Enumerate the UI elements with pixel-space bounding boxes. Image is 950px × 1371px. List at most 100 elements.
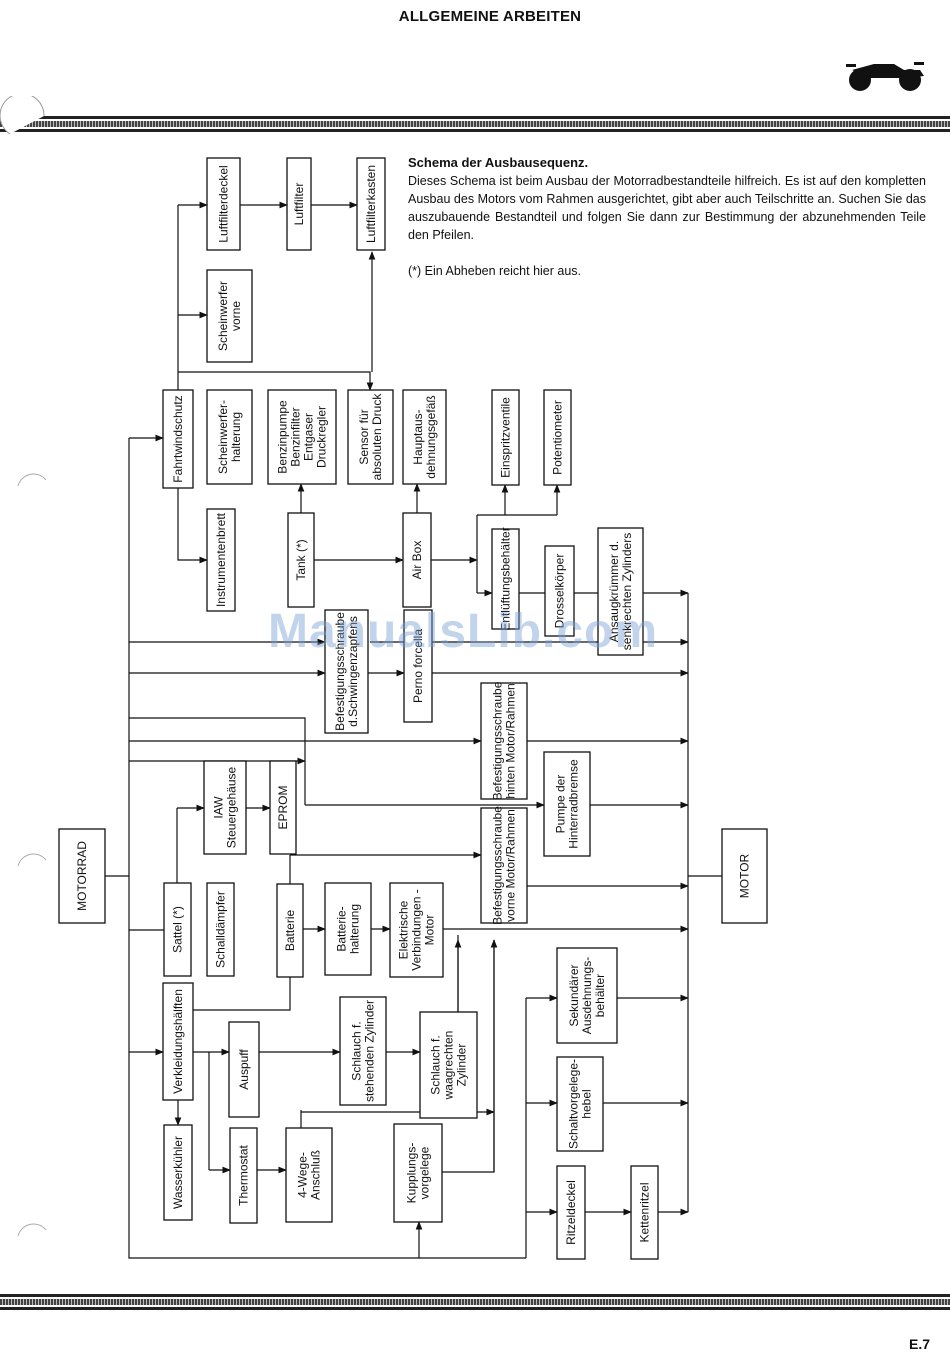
diagram-boxes: Luftfilterdeckel Luftfilter Luftfilterkast…	[58, 157, 768, 1260]
box-label-line: Benzinfilter	[289, 407, 303, 466]
box-frame	[543, 389, 572, 486]
box-motor: MOTOR	[721, 828, 768, 924]
box-schlauch-stehend: Schlauch f.stehenden Zylinder	[339, 996, 387, 1106]
box-label-line: vorne	[229, 301, 243, 331]
box-label-line: behälter	[593, 974, 607, 1017]
box-label: Befestigungsschraubevorne Motor/Rahmen	[491, 806, 518, 925]
box-label: Pumpe derHinterradbremse	[554, 759, 581, 849]
box-label-line: dehnungsgefäß	[424, 395, 438, 478]
box-label: Batterie-halterung	[335, 904, 362, 954]
box-label: Schlauch f.stehenden Zylinder	[350, 1000, 377, 1102]
box-fahrtwindschutz: Fahrtwindschutz	[162, 389, 194, 489]
box-schaltvorgelegehebel: Schaltvorgelege-hebel	[556, 1056, 604, 1152]
box-auspuff: Auspuff	[228, 1021, 260, 1118]
box-label: Schlauch f.waagrechtenZylinder	[429, 1031, 469, 1101]
box-frame	[402, 512, 432, 608]
box-ansaugkruemmer: Ansaugkrümmer d.senkrechten Zylinders	[597, 527, 644, 656]
box-label-line: Schlauch f.	[350, 1021, 364, 1080]
box-label: Befestigungsschraubehinten Motor/Rahmen	[491, 681, 518, 800]
box-4-wege-anschluss: 4-Wege-Anschluß	[285, 1127, 333, 1223]
box-tank: Tank (*)	[287, 512, 315, 608]
box-label-line: Hinterradbremse	[567, 759, 581, 849]
binder-hole	[0, 96, 45, 135]
box-label: Luftfilterdeckel	[217, 165, 231, 242]
box-label-line: Entlüftungsbehälter	[499, 527, 513, 630]
box-label: Sensor fürabsoluten Druck	[357, 393, 384, 481]
box-frame	[324, 609, 369, 734]
box-label: Fahrtwindschutz	[171, 395, 185, 482]
page-number: E.7	[908, 1336, 930, 1352]
box-label-line: Zylinder	[455, 1044, 469, 1087]
box-label-line: MOTOR	[738, 853, 752, 898]
box-label-line: absoluten Druck	[370, 393, 384, 481]
box-motorrad: MOTORRAD	[58, 828, 106, 924]
binder-hole	[17, 1223, 47, 1237]
box-befestigung-vorne: Befestigungsschraubevorne Motor/Rahmen	[480, 806, 528, 925]
box-label: ElektrischeVerbindungen -Motor	[397, 889, 437, 970]
box-label: Thermostat	[237, 1144, 251, 1205]
box-label: Auspuff	[237, 1049, 251, 1090]
box-luftfilterkasten: Luftfilterkasten	[356, 157, 386, 251]
box-elektrische-verbindungen: ElektrischeVerbindungen -Motor	[389, 882, 444, 978]
box-label-line: Instrumentenbrett	[214, 512, 228, 607]
box-label-line: Thermostat	[237, 1144, 251, 1205]
box-scheinwerferhalterung: Scheinwerfer-halterung	[206, 389, 253, 485]
box-label-line: Schlauch f.	[429, 1035, 443, 1094]
box-thermostat: Thermostat	[229, 1127, 258, 1224]
box-label: Air Box	[410, 541, 424, 580]
box-einspritzventile: Einspritzventile	[491, 389, 520, 486]
connector-lines	[105, 201, 722, 1259]
box-scheinwerfer-vorne: Scheinwerfervorne	[206, 269, 253, 363]
box-label-line: Batterie	[283, 909, 297, 951]
box-instrumentenbrett: Instrumentenbrett	[206, 508, 236, 612]
box-label-line: senkrechten Zylinders	[620, 533, 634, 650]
box-frame	[480, 682, 528, 800]
box-frame	[229, 1127, 258, 1224]
box-kupplungsvorgelege: Kupplungs-vorgelege	[393, 1123, 443, 1223]
box-label-line: Befestigungsschraube	[333, 612, 347, 731]
box-frame	[228, 1021, 260, 1118]
box-label-line: d.Schwingenzapfens	[346, 616, 360, 727]
box-label-line: hinten Motor/Rahmen	[504, 683, 518, 798]
box-label-line: 4-Wege-	[296, 1152, 310, 1198]
box-frame	[163, 882, 192, 977]
box-label: 4-Wege-Anschluß	[296, 1150, 323, 1200]
box-label-line: Sensor für	[357, 409, 371, 464]
box-label: Verkleidungshälften	[171, 989, 185, 1094]
box-label-line: Scheinwerfer	[216, 281, 230, 351]
box-frame	[543, 751, 591, 857]
box-frame	[203, 760, 247, 855]
box-frame	[356, 157, 386, 251]
box-label-line: Auspuff	[237, 1049, 251, 1090]
box-sekundaerer-ausdehnungsbehaelter: SekundärerAusdehnungs-behälter	[556, 947, 618, 1044]
box-frame	[162, 389, 194, 489]
box-frame	[393, 1123, 443, 1223]
page-title: ALLGEMEINE ARBEITEN	[398, 8, 582, 25]
box-frame	[556, 947, 618, 1044]
box-potentiometer: Potentiometer	[543, 389, 572, 486]
box-batteriehalterung: Batterie-halterung	[324, 882, 372, 976]
box-frame	[480, 807, 528, 924]
box-verkleidungshaelften: Verkleidungshälften	[162, 982, 194, 1101]
box-label-line: EPROM	[276, 785, 290, 829]
box-frame	[206, 882, 235, 977]
box-label: BenzinpumpeBenzinfilterEntgaserDruckregl…	[276, 400, 329, 474]
binder-hole	[17, 473, 47, 487]
box-label-line: Luftfilter	[292, 183, 306, 226]
box-frame	[403, 609, 433, 723]
box-frame	[556, 1165, 586, 1260]
box-frame	[544, 545, 575, 637]
box-label: Schaltvorgelege-hebel	[567, 1059, 594, 1149]
box-label: Entlüftungsbehälter	[499, 527, 513, 630]
bottom-rule	[0, 1294, 950, 1310]
box-label-line: Schaltvorgelege-	[567, 1059, 581, 1149]
box-label-line: Befestigungsschraube	[491, 806, 505, 925]
box-label-line: Druckregler	[315, 406, 329, 468]
box-frame	[491, 528, 520, 630]
box-hauptausdehnungsgefaess: Hauptaus-dehnungsgefäß	[402, 389, 447, 485]
top-rule	[0, 116, 950, 132]
box-frame	[206, 508, 236, 612]
box-frame	[491, 389, 520, 486]
box-label-line: stehenden Zylinder	[363, 1000, 377, 1102]
box-label: Hauptaus-dehnungsgefäß	[411, 395, 438, 478]
